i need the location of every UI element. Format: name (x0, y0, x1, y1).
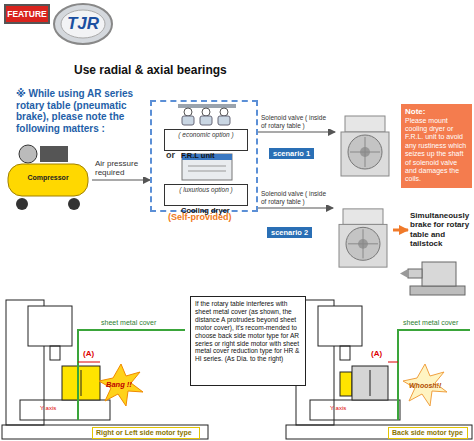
filter-bowl (218, 116, 230, 125)
spindle (340, 346, 350, 360)
motor-type-label: Back side motor type (388, 427, 468, 439)
housing-top (345, 116, 385, 132)
housing (339, 224, 387, 267)
tailstock-body (422, 262, 456, 286)
text-label: sheet metal cover (402, 319, 459, 327)
rotary-table-icon (335, 112, 395, 180)
node-text: scenario 1 (269, 148, 314, 159)
edge-label: Solenoid valve ( inside of rotary table … (261, 114, 333, 129)
logo-ring (54, 4, 112, 44)
faceplate (348, 135, 382, 169)
impact-burst (99, 364, 143, 406)
rotary-table (62, 366, 100, 400)
connector-arrow (393, 229, 408, 232)
node-text: F.R.L unit (181, 152, 215, 160)
text-label: sheet metal cover (100, 319, 157, 327)
node-text: Cooling dryer (181, 207, 230, 215)
text-label: ※ While using AR series rotary table (pn… (16, 88, 144, 134)
node-text: Simultaneously brake for rotary table an… (410, 211, 470, 249)
machine-base (286, 425, 472, 439)
gauge (184, 108, 192, 116)
housing-top (343, 209, 383, 225)
spindle (50, 346, 60, 360)
frl-bar (178, 104, 236, 108)
motor (40, 146, 68, 162)
cooling-dryer-box: Cooling dryer( luxurious option ) (164, 184, 248, 206)
spindle-head (28, 306, 72, 346)
faceplate (81, 370, 82, 396)
text-label: Bang !! (106, 381, 132, 390)
text-label: Y axis (330, 405, 346, 412)
rotary-table: scenario 2 (333, 205, 393, 271)
vent (188, 166, 226, 167)
t-slot (348, 243, 378, 244)
edge-label: Solenoid valve ( inside of rotary table … (261, 190, 333, 205)
machine-base (2, 425, 208, 439)
text-label: Y axis (40, 405, 56, 412)
node-text: ( luxurious option ) (167, 186, 245, 193)
faceplate (370, 370, 371, 396)
gauge (202, 108, 210, 116)
text-label: Whoosh!! (409, 382, 441, 390)
text-label: (A) (370, 349, 383, 358)
text-label: Use radial & axial bearings (74, 64, 227, 78)
tailstock-center (400, 269, 408, 278)
saddle (20, 400, 110, 420)
feature-badge: FEATURE (4, 4, 50, 24)
faceplate (346, 227, 380, 260)
saddle (310, 400, 400, 420)
note-box: Note:Please mount cooling dryer or F.R.L… (401, 104, 472, 188)
logo-badge: TJR (52, 2, 114, 46)
text-label: or (166, 150, 175, 160)
wheel (16, 198, 28, 210)
node-text: Compressor (4, 174, 92, 181)
tailstock-quill (408, 269, 422, 278)
dimension-line (78, 362, 100, 363)
sheet-metal-cover (398, 330, 470, 420)
connector-arrow (258, 207, 333, 208)
node-text: scenario 2 (267, 227, 312, 238)
node-text: If the rotary table interferes with shee… (195, 300, 301, 363)
node-text: Back side motor type (392, 429, 464, 437)
text-label: (A) (82, 349, 95, 358)
machine-right (286, 300, 472, 439)
node-text: ( economic option ) (167, 131, 245, 138)
frl-icon (178, 104, 236, 125)
tailstock-base (410, 286, 465, 295)
whoosh-burst (403, 364, 447, 406)
edge-label: Air pressure required (95, 159, 147, 177)
node-text: Right or Left side motor type (96, 429, 196, 437)
filter-bowl (182, 116, 194, 125)
compressor: Compressor (4, 142, 92, 214)
wheel (68, 198, 80, 210)
spindle-head (318, 306, 362, 346)
filter-bowl (200, 116, 212, 125)
dimension-line (388, 362, 398, 363)
machine-left (2, 300, 208, 439)
t-slot (350, 152, 380, 153)
gauge (220, 108, 228, 116)
connector-arrow (92, 179, 150, 180)
rotary-table: scenario 1 (335, 112, 395, 180)
rotary-table-icon (333, 205, 393, 271)
logo-inner (61, 10, 105, 38)
node-text: FEATURE (7, 9, 47, 19)
housing (341, 132, 389, 176)
tailstock-note: Simultaneously brake for rotary table an… (408, 210, 472, 250)
tailstock-icon (400, 262, 465, 295)
callout-box: If the rotary table interferes with shee… (190, 296, 306, 386)
back-motor (340, 372, 352, 396)
node-text: TJR (67, 14, 99, 34)
node-text: Note: (405, 107, 468, 117)
connector-arrow (258, 131, 335, 132)
rotary-table (352, 366, 388, 400)
frl-unit-box: F.R.L unit( economic option ) (164, 129, 248, 151)
sheet-metal-cover (78, 330, 185, 420)
node-text: Please mount cooling dryer or F.R.L. uni… (405, 117, 468, 184)
motor-type-label: Right or Left side motor type (92, 427, 200, 439)
pulley (19, 145, 37, 163)
vent (188, 171, 226, 172)
